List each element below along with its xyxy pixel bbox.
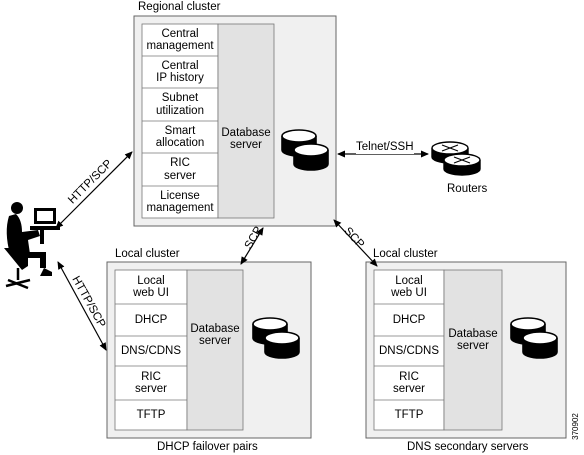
user-to-regional-link <box>55 151 133 229</box>
local-cluster-left-title: Local cluster <box>115 248 180 260</box>
module-dhcp: DHCP <box>134 313 168 326</box>
module-ric-server: RIC server <box>135 370 167 396</box>
module-tftp: TFTP <box>136 408 166 421</box>
database-disks-icon <box>252 317 300 359</box>
local-cluster-right-title: Local cluster <box>373 248 438 260</box>
database-server-label: Database server <box>221 126 271 152</box>
module-tftp: TFTP <box>394 408 424 421</box>
database-disks-icon <box>510 317 558 359</box>
figure-id: 370902 <box>570 413 580 440</box>
module-license-management: License management <box>146 189 214 215</box>
regional-to-local-right-link <box>333 219 378 267</box>
user-to-local-link <box>57 261 107 351</box>
routers-icon <box>431 141 481 176</box>
regional-to-local-left-link <box>240 227 264 265</box>
module-ric-server: RIC server <box>393 370 425 396</box>
module-smart-allocation: Smart allocation <box>155 124 205 150</box>
caption-dhcp-failover-pairs: DHCP failover pairs <box>157 441 258 453</box>
module-dhcp: DHCP <box>392 313 426 326</box>
module-ric-server: RIC server <box>164 157 196 182</box>
database-server-label: Database server <box>190 322 240 348</box>
caption-dns-secondary-servers: DNS secondary servers <box>407 441 529 453</box>
routers-label: Routers <box>447 183 488 195</box>
module-dns-cdns: DNS/CDNS <box>378 344 440 357</box>
telnet-ssh-label: Telnet/SSH <box>356 141 414 154</box>
regional-cluster-title: Regional cluster <box>138 1 221 13</box>
module-dns-cdns: DNS/CDNS <box>120 344 182 357</box>
user-workstation-icon <box>4 202 60 290</box>
database-server-label: Database server <box>448 327 498 353</box>
module-local-web-ui: Local web UI <box>391 274 427 300</box>
module-central-management: Central management <box>146 27 214 53</box>
module-subnet-utilization: Subnet utilization <box>156 92 204 117</box>
module-local-web-ui: Local web UI <box>133 274 169 300</box>
regional-cluster-box <box>133 15 337 227</box>
database-disks-icon <box>281 129 329 171</box>
module-central-ip-history: Central IP history <box>156 59 204 85</box>
